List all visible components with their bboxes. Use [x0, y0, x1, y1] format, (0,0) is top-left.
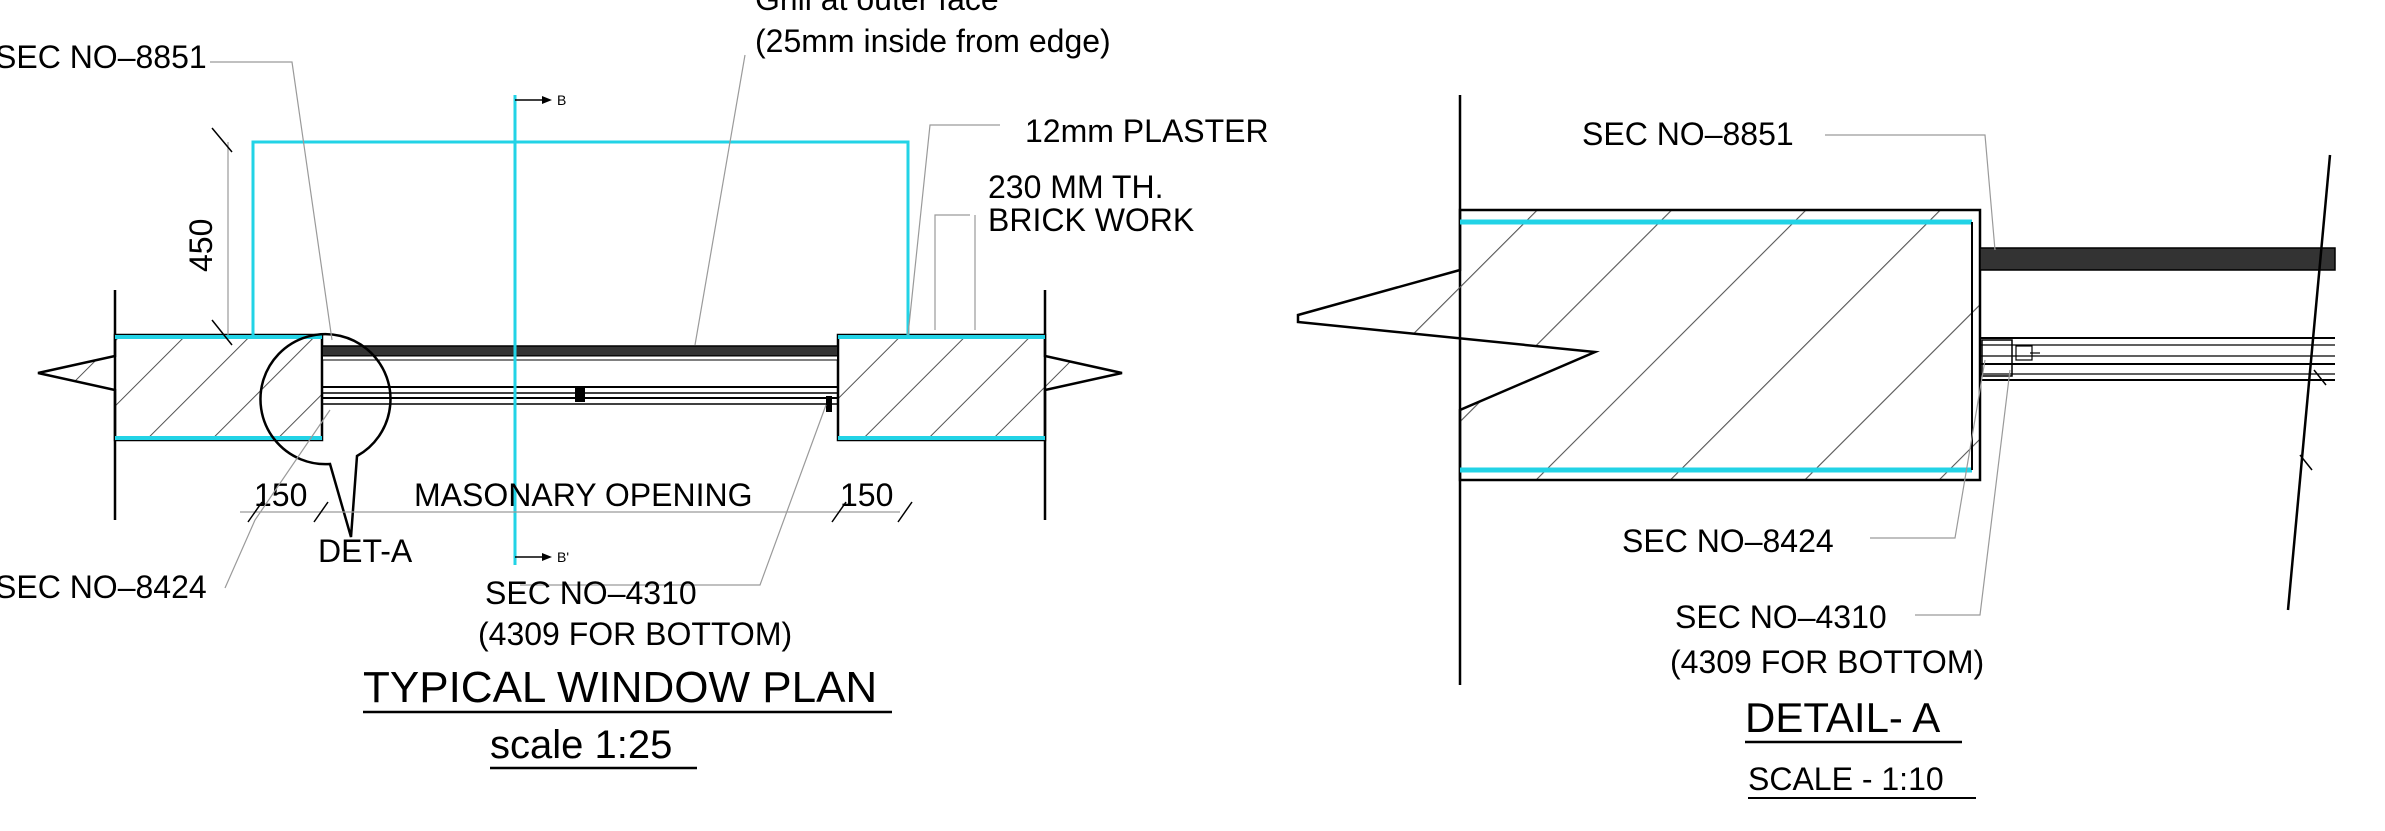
sec-8851-detail-label: SEC NO–8851 [1582, 116, 1794, 152]
detail-a: SEC NO–8851 SEC NO–8424 SEC NO–4310 (430… [1296, 95, 2336, 799]
section-b-label: B [557, 92, 566, 108]
sec-4310-plan-label: SEC NO–4310 [485, 575, 697, 611]
sec-4310-detail-label: SEC NO–4310 [1675, 599, 1887, 635]
sec-8424-detail-label: SEC NO–8424 [1622, 523, 1834, 559]
plan-title: TYPICAL WINDOW PLAN [363, 663, 877, 712]
detail-scale: SCALE - 1:10 [1748, 761, 1944, 797]
section-b-prime-label: B' [557, 549, 569, 565]
det-a-label: DET-A [318, 533, 413, 569]
window-plan: B B' 450 150 MASONARY OPENING 150 [0, 0, 1269, 770]
left-wall [37, 290, 324, 520]
dimension-450: 450 [183, 127, 233, 346]
grill-note-line1: Grill at outer face [755, 0, 999, 17]
detail-leaders [1825, 134, 2011, 616]
right-wall [836, 290, 1123, 520]
detail-title: DETAIL- A [1745, 694, 1940, 741]
masonary-opening-label: MASONARY OPENING [414, 477, 752, 513]
plan-leaders [210, 54, 1000, 589]
plan-scale: scale 1:25 [490, 723, 672, 767]
grill-outline [251, 140, 910, 335]
brickwork-line1: 230 MM TH. [988, 169, 1163, 205]
detail-callout [259, 332, 392, 538]
dim-450-label: 450 [183, 219, 219, 272]
sec-8851-plan-label: SEC NO–8851 [0, 39, 207, 75]
detail-break-line [2286, 154, 2332, 611]
section-line-b: B B' [513, 92, 569, 565]
sec-4310-detail-note: (4309 FOR BOTTOM) [1670, 644, 1984, 680]
dim-150-right: 150 [840, 477, 893, 513]
sec-8424-plan-label: SEC NO–8424 [0, 569, 207, 605]
grill-note-line2: (25mm inside from edge) [755, 23, 1111, 59]
detail-wall [1296, 208, 1982, 482]
plaster-label: 12mm PLASTER [1025, 113, 1269, 149]
detail-frame [1979, 247, 2336, 381]
brickwork-line2: BRICK WORK [988, 202, 1194, 238]
window-frame [321, 345, 839, 412]
sec-4310-plan-note: (4309 FOR BOTTOM) [478, 616, 792, 652]
dimension-bottom: 150 MASONARY OPENING 150 [240, 477, 913, 523]
